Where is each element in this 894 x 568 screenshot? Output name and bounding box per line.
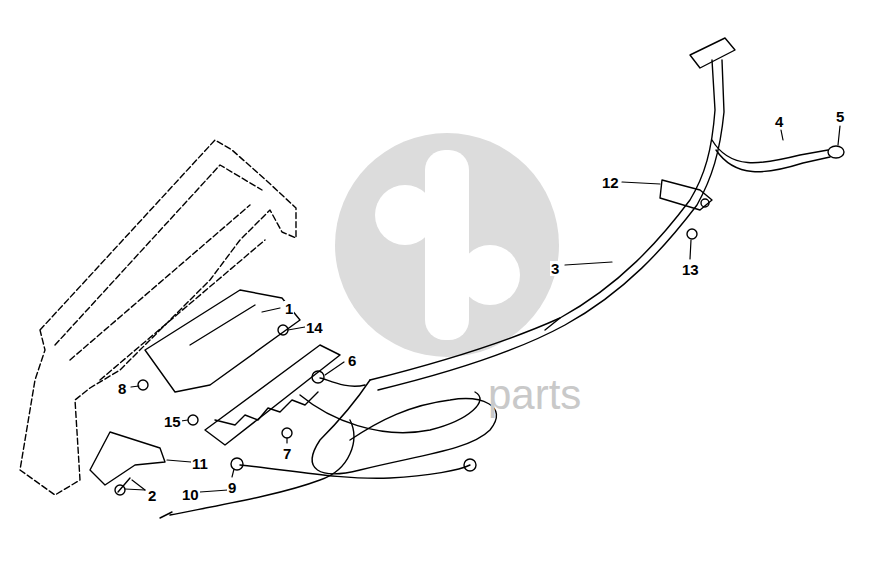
callout-number: 5	[835, 109, 845, 124]
callout-number: 4	[774, 114, 784, 129]
callout-number: 10	[181, 487, 200, 502]
callout-number: 8	[117, 381, 127, 396]
callout-number: 11	[191, 456, 209, 471]
callout-number: 7	[282, 446, 292, 461]
callout-number: 3	[550, 261, 560, 276]
leader-lines	[125, 126, 840, 492]
callout-number: 12	[601, 175, 620, 190]
callout-number: 13	[681, 262, 700, 277]
callout-number: 15	[163, 414, 182, 429]
callout-number: 9	[227, 480, 237, 495]
watermark-text: parts	[488, 374, 581, 416]
watermark-logo	[335, 133, 559, 357]
callout-number: 2	[147, 488, 157, 503]
callout-number: 1	[284, 301, 294, 316]
callout-number: 6	[347, 353, 357, 368]
frame-panel	[20, 140, 296, 495]
callout-number: 14	[305, 320, 324, 335]
